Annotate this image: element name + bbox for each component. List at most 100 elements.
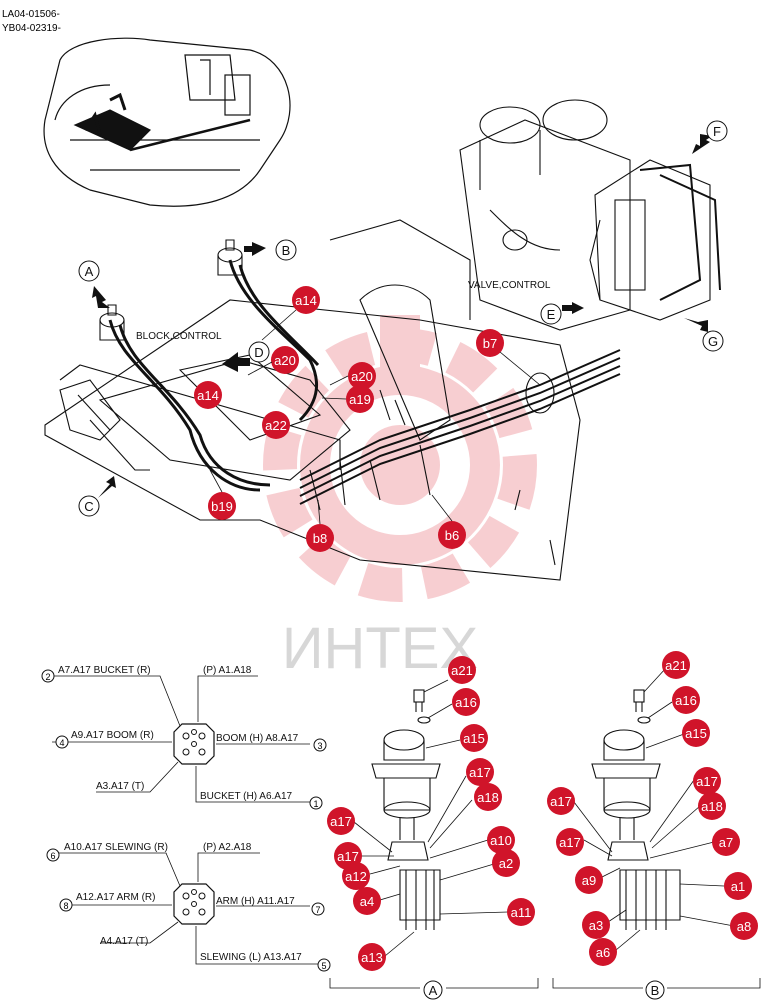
port-num-badge: 8	[59, 898, 73, 912]
svg-text:b19: b19	[211, 499, 233, 514]
port-label: A3.A17 (T)	[96, 781, 144, 792]
svg-text:B: B	[282, 243, 291, 258]
callout-badge: a20	[271, 346, 299, 374]
callout-badge: b6	[438, 521, 466, 549]
callout-badge: a8	[730, 912, 758, 940]
view-letter-d: D	[248, 341, 270, 363]
svg-text:a17: a17	[696, 774, 718, 789]
callout-badge: a12	[342, 862, 370, 890]
port-block-1	[173, 723, 215, 765]
callout-badge: a16	[672, 686, 700, 714]
port-label: ARM (H) A11.A17	[216, 896, 295, 907]
svg-text:a14: a14	[295, 293, 317, 308]
port-label: A12.A17 ARM (R)	[76, 892, 155, 903]
detail-a-leaders	[353, 679, 509, 957]
callout-badge: a21	[662, 651, 690, 679]
callout-badge: a14	[292, 286, 320, 314]
svg-text:7: 7	[315, 905, 320, 915]
svg-text:a16: a16	[455, 695, 477, 710]
port-block-2	[173, 883, 215, 925]
svg-text:a21: a21	[451, 663, 473, 678]
detail-b-caption: B	[552, 978, 761, 1000]
svg-text:a6: a6	[596, 945, 610, 960]
svg-text:a9: a9	[582, 873, 596, 888]
callout-badge: a13	[358, 943, 386, 971]
callout-badge: a4	[353, 887, 381, 915]
svg-text:a21: a21	[665, 658, 687, 673]
callout-badge: b7	[476, 329, 504, 357]
svg-text:a20: a20	[351, 369, 373, 384]
view-letter-b: B	[275, 239, 297, 261]
callout-badge: a15	[460, 724, 488, 752]
svg-text:a11: a11	[511, 905, 532, 920]
callout-badge: a17	[556, 828, 584, 856]
port-diagram-1: 2 A7.A17 BUCKET (R) (P) A1.A18 4 A9.A17 …	[41, 665, 327, 810]
svg-text:b7: b7	[483, 336, 497, 351]
callout-badge: a11	[507, 898, 535, 926]
svg-text:6: 6	[50, 851, 55, 861]
port-label: BOOM (H) A8.A17	[216, 733, 299, 744]
port-num-badge: 6	[46, 848, 60, 862]
arrow-g-icon	[684, 318, 708, 332]
svg-text:a17: a17	[330, 814, 352, 829]
svg-text:a18: a18	[701, 799, 723, 814]
callout-badge: a3	[582, 911, 610, 939]
svg-text:a14: a14	[197, 388, 219, 403]
svg-text:b8: b8	[313, 531, 327, 546]
pilot-valve-b-illustration	[217, 239, 243, 276]
machine-overview-illustration	[43, 37, 291, 207]
callout-badge: a7	[712, 828, 740, 856]
svg-text:1: 1	[313, 799, 318, 809]
view-letter-c: C	[78, 495, 100, 517]
svg-text:a13: a13	[361, 950, 383, 965]
watermark-gear-icon	[263, 315, 537, 602]
callout-badge: b19	[208, 492, 236, 520]
callout-badge: a18	[474, 783, 502, 811]
callout-badge: a19	[346, 385, 374, 413]
svg-text:8: 8	[63, 901, 68, 911]
hydraulic-assembly-illustration	[44, 99, 721, 581]
svg-text:B: B	[651, 983, 660, 998]
svg-text:G: G	[708, 334, 718, 349]
svg-text:E: E	[547, 307, 556, 322]
svg-text:a4: a4	[360, 894, 374, 909]
svg-text:a20: a20	[274, 353, 296, 368]
arrow-a-icon	[92, 286, 110, 308]
svg-text:a12: a12	[345, 869, 367, 884]
callout-badge: a20	[348, 362, 376, 390]
svg-text:A: A	[429, 983, 438, 998]
view-letter-g: G	[702, 330, 724, 352]
svg-text:a22: a22	[265, 418, 287, 433]
detail-a-illustration	[371, 689, 441, 930]
svg-text:a3: a3	[589, 918, 603, 933]
watermark-text: ИНТЕХ	[282, 616, 478, 681]
svg-text:D: D	[254, 345, 263, 360]
svg-text:a2: a2	[499, 856, 513, 871]
svg-text:F: F	[713, 124, 721, 139]
view-letters: A B C D E F G	[78, 120, 728, 517]
port-diagram-2: 6 A10.A17 SLEWING (R) (P) A2.A18 8 A12.A…	[46, 842, 331, 972]
svg-text:b6: b6	[445, 528, 459, 543]
view-arrows	[92, 134, 712, 498]
detail-b-callouts: a21 a16 a15 a17 a18 a17 a17 a7 a9 a1 a3 …	[547, 651, 758, 966]
callout-badge: a21	[448, 656, 476, 684]
svg-text:a18: a18	[477, 790, 499, 805]
callout-badge: a17	[466, 758, 494, 786]
port-num-badge: 4	[55, 735, 69, 749]
port-label: A9.A17 BOOM (R)	[71, 730, 154, 741]
callout-badge: b8	[306, 524, 334, 552]
detail-a-caption: A	[329, 978, 539, 1000]
svg-text:a19: a19	[349, 392, 371, 407]
svg-text:5: 5	[321, 961, 326, 971]
svg-text:a15: a15	[685, 726, 707, 741]
detail-b-illustration	[591, 689, 681, 930]
callout-badge: a2	[492, 849, 520, 877]
arrow-b-icon	[244, 242, 266, 256]
callout-badge: a17	[693, 767, 721, 795]
arrow-d-icon	[222, 352, 250, 372]
doc-code-line-2: YB04-02319-	[2, 23, 61, 34]
callout-badge: a9	[575, 866, 603, 894]
doc-code-line-1: LA04-01506-	[2, 9, 60, 20]
svg-text:a17: a17	[550, 794, 572, 809]
callout-leaders	[209, 309, 541, 525]
